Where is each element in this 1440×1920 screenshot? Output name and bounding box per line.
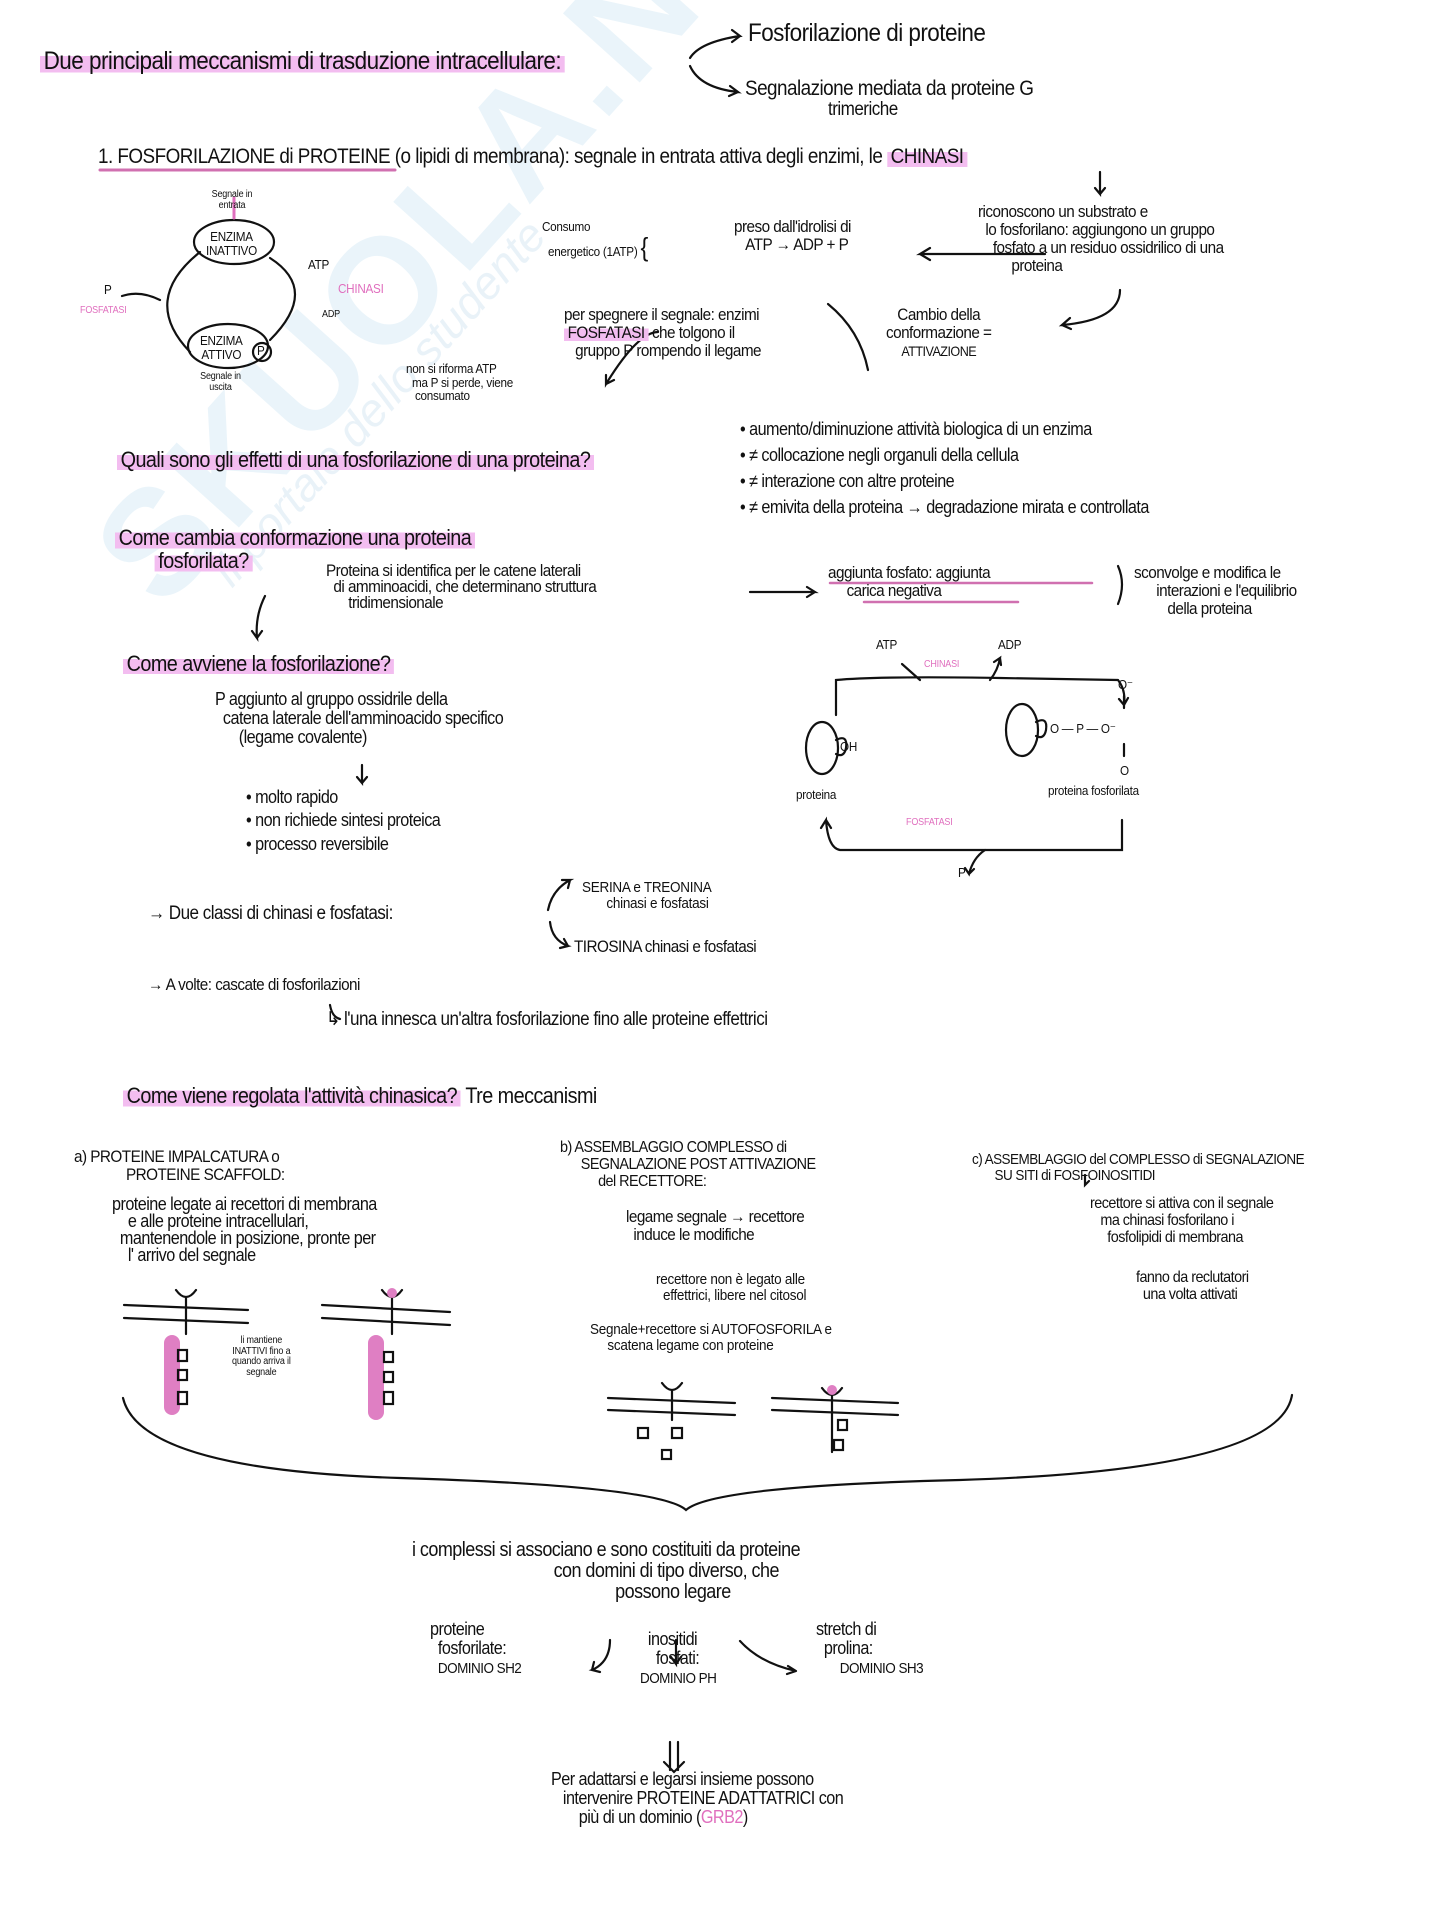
effetti-item: • aumento/diminuzione attività biologica… [740,419,1092,439]
reaction-o-bottom: O [1120,763,1129,778]
complessi-text: i complessi si associano e sono costitui… [412,1539,801,1603]
reaction-atp: ATP [876,637,898,652]
avviene-question: Come avviene la fosforilazione? [123,652,395,675]
branch-proteine-g-line2: trimeriche [828,99,898,120]
domain-ph: inositidi fosfati:DOMINIO PH [640,1629,717,1687]
adp-label: ADP [322,309,340,320]
classi-serina: SERINA e TREONINA chinasi e fosfatasi [582,879,712,912]
section-1-subtitle: (o lipidi di membrana): segnale in entra… [394,145,883,168]
avviene-bullet: • processo reversibile [246,833,389,854]
avviene-text: P aggiunto al gruppo ossidrile della cat… [215,689,504,747]
mechanism-b-text2: recettore non è legato alle effettrici, … [656,1271,807,1304]
reaction-oh: OH [840,739,858,754]
cascate-sub: ↳ l'una innesca un'altra fosforilazione … [326,1009,768,1030]
p-badge: P [257,343,265,358]
conformazione-text: Proteina si identifica per le catene lat… [326,561,597,613]
domain-sh2: proteine fosforilate: DOMINIO SH2 [430,1619,522,1677]
arrow-cycle-left [166,250,202,354]
avviene-bullet: • molto rapido [246,787,338,807]
mechanism-b-text3: Segnale+recettore si AUTOFOSFORILA e sca… [590,1321,832,1354]
reaction-chinasi: CHINASI [924,659,960,670]
mechanism-b-title: b) ASSEMBLAGGIO COMPLESSO di SEGNALAZION… [560,1139,816,1190]
reaction-proteina-fosforilata: proteina fosforilata [1048,783,1139,798]
aggiunta-fosfato: aggiunta fosfato: aggiunta carica negati… [828,563,991,600]
reaction-diagram [804,655,1130,877]
conformazione-question: Come cambia conformazione una proteina f… [115,525,475,574]
mechanism-a-title: a) PROTEINE IMPALCATURA o PROTEINE SCAFF… [74,1147,285,1184]
mechanism-c-title: c) ASSEMBLAGGIO del COMPLESSO di SEGNALA… [972,1151,1305,1184]
conformazione-effect: sconvolge e modifica le interazioni e l'… [1134,563,1297,618]
mechanism-c-text2: fanno da reclutatori una volta attivati [1136,1269,1249,1303]
signal-in-label: Segnale in entrata [211,189,253,211]
non-riforma-atp: non si riforma ATP ma P si perde, viene … [406,361,514,404]
section-1-heading: 1. FOSFORILAZIONE di PROTEINE (o lipidi … [98,145,968,168]
avviene-bullet: • non richiede sintesi proteica [246,810,441,831]
receptor-diagram [606,1381,900,1461]
effetti-question: Quali sono gli effetti di una fosforilaz… [117,448,594,471]
effetti-item: • ≠ collocazione negli organuli della ce… [740,445,1019,466]
mechanism-b-text1: legame segnale → recettore induce le mod… [626,1207,805,1244]
reaction-fosfatasi: FOSFATASI [906,817,953,828]
classi-tirosina: TIROSINA chinasi e fosfatasi [574,937,757,956]
signal-out-label: Segnale in uscita [200,371,241,393]
consumo-energetico: Consumo energetico (1ATP) { [542,219,648,262]
p-out-label: P [104,282,112,297]
mechanism-a-text: proteine legate ai recettori di membrana… [112,1194,377,1266]
reaction-adp: ADP [998,637,1022,652]
reaction-phosphate: O — P — O⁻ [1050,721,1116,736]
regolata-question: Come viene regolata l'attività chinasica… [123,1083,597,1108]
curly-brace [121,1393,1294,1512]
fosfatasi-cycle-label: FOSFATASI [80,305,127,316]
grb2-label: GRB2 [700,1806,743,1827]
reaction-p-out: P [958,865,966,880]
atp-label: ATP [308,257,330,272]
mechanism-c-text1: recettore si attiva con il segnale ma ch… [1090,1195,1274,1246]
domain-sh3: stretch di prolina: DOMINIO SH3 [816,1619,924,1677]
page-title: Due principali meccanismi di trasduzione… [40,48,565,74]
idrolisi-atp: preso dall'idrolisi di ATP → ADP + P [734,217,851,254]
riconoscono-text: riconoscono un substrato e lo fosforilan… [978,202,1224,275]
branch-fosforilazione: Fosforilazione di proteine [748,19,986,47]
proteine-adattatrici: Per adattarsi e legarsi insieme possono … [551,1769,844,1827]
cascate-label: → A volte: cascate di fosforilazioni [148,975,360,994]
branch-proteine-g: Segnalazione mediata da proteine G [745,77,1034,100]
reaction-o-top: O⁻ [1118,677,1133,692]
reaction-proteina: proteina [796,787,837,802]
effetti-list: • aumento/diminuzione attività biologica… [740,416,1149,520]
chinasi-cycle-label: CHINASI [338,281,384,296]
effetti-item: • ≠ interazione con altre proteine [740,471,955,492]
chinasi-label: CHINASI [887,145,968,168]
classi-label: → Due classi di chinasi e fosfatasi: [148,903,393,924]
section-1-title: 1. FOSFORILAZIONE di PROTEINE [98,145,391,168]
effetti-item: • ≠ emivita della proteina → degradazion… [740,497,1149,518]
avviene-bullets: • molto rapido • non richiede sintesi pr… [246,786,441,856]
